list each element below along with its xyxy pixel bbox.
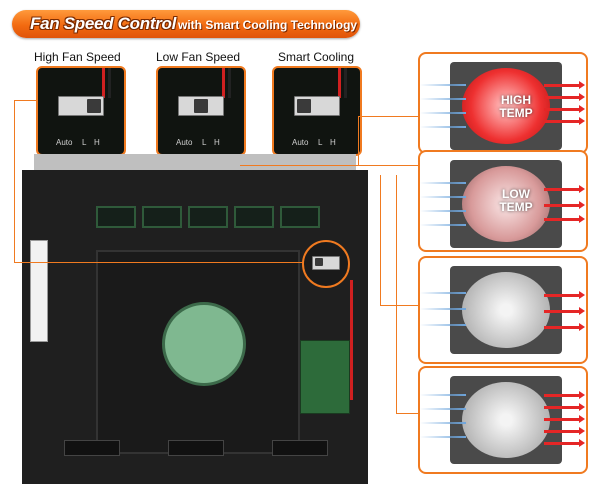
enclosure-top bbox=[34, 154, 356, 174]
hdd-panel-high-speed bbox=[418, 366, 588, 474]
sata-port bbox=[188, 206, 228, 228]
fan-switch-high[interactable] bbox=[58, 96, 104, 116]
sata-port bbox=[142, 206, 182, 228]
sata-port bbox=[280, 206, 320, 228]
sata-port bbox=[234, 206, 274, 228]
switch-closeup-high: Auto L H bbox=[36, 66, 126, 156]
fan-switch-low[interactable] bbox=[178, 96, 224, 116]
power-connector bbox=[64, 440, 120, 456]
sata-port bbox=[96, 206, 136, 228]
power-connector bbox=[272, 440, 328, 456]
switch-label-smart: Smart Cooling bbox=[278, 50, 355, 64]
switch-closeup-smart: Auto L H bbox=[272, 66, 362, 156]
fan-switch[interactable] bbox=[312, 256, 340, 270]
circuit-board bbox=[300, 340, 350, 414]
fan-switch-smart[interactable] bbox=[294, 96, 340, 116]
power-connector bbox=[168, 440, 224, 456]
switch-label-low: Low Fan Speed bbox=[156, 50, 241, 64]
title-banner: Fan Speed Control with Smart Cooling Tec… bbox=[12, 10, 360, 38]
fan-hub bbox=[162, 302, 246, 386]
banner-title: Fan Speed Control bbox=[30, 14, 177, 33]
switch-label-high: High Fan Speed bbox=[34, 50, 121, 64]
switch-closeup-low: Auto L H bbox=[156, 66, 246, 156]
hdd-panel-low-speed bbox=[418, 256, 588, 364]
banner-subtitle: with Smart Cooling Technology bbox=[178, 18, 358, 32]
switch-location-inset bbox=[302, 240, 350, 288]
product-sticker bbox=[30, 240, 48, 342]
